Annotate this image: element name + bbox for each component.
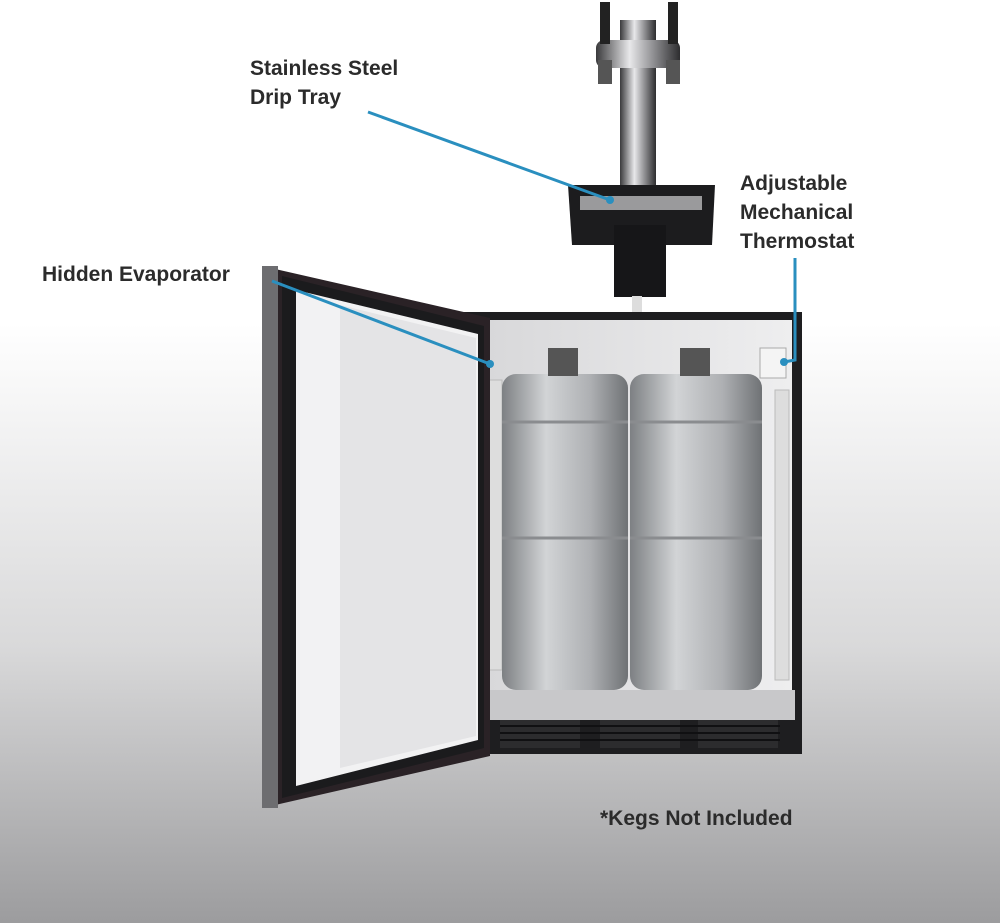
thermostat-line-2: Mechanical — [740, 201, 854, 224]
open-door — [262, 266, 490, 808]
drip-tray-line-2: Drip Tray — [250, 86, 342, 109]
kegs — [502, 348, 762, 690]
thermostat-line-1: Adjustable — [740, 172, 848, 195]
beer-tower — [568, 2, 715, 318]
kegs-footnote: *Kegs Not Included — [600, 807, 793, 830]
thermostat-line-3: Thermostat — [740, 230, 855, 253]
evaporator-label: Hidden Evaporator — [42, 263, 230, 286]
thermostat-label: Adjustable Mechanical Thermostat — [740, 169, 854, 256]
drip-tray-line-1: Stainless Steel — [250, 57, 399, 80]
drip-tray-label: Stainless Steel Drip Tray — [250, 54, 398, 112]
